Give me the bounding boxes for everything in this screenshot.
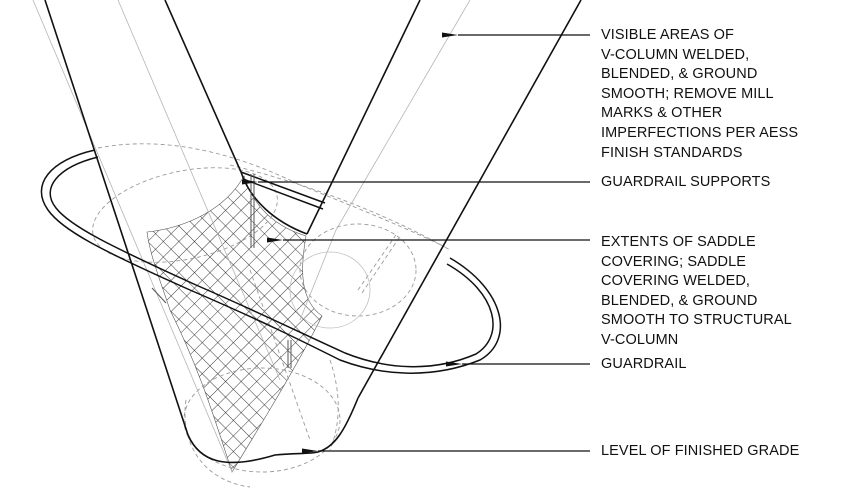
callout-line: COVERING WELDED, [601,273,751,290]
hidden-lines [92,143,451,488]
callout-guardrail: GUARDRAIL [601,355,687,375]
callout-line: LEVEL OF FINISHED GRADE [601,443,800,459]
callout-line: MARKS & OTHER [601,105,723,122]
callout-line: EXTENTS OF SADDLE [601,234,756,250]
callout-line: SMOOTH TO STRUCTURAL [601,312,792,329]
callout-line: GUARDRAIL [601,356,687,372]
guardrail-supports [151,174,292,368]
callout-visible-areas: VISIBLE AREAS OF V-COLUMN WELDED, BLENDE… [601,26,798,163]
callout-finished-grade: LEVEL OF FINISHED GRADE [601,442,799,462]
centerlines [32,0,471,473]
callout-line: FINISH STANDARDS [601,144,743,161]
callout-line: V-COLUMN [601,331,679,348]
callout-line: IMPERFECTIONS PER AESS [601,124,799,141]
callout-line: BLENDED, & GROUND [601,292,758,309]
callout-line: COVERING; SADDLE [601,253,747,270]
saddle-covering-hatch [146,175,323,473]
callout-line: BLENDED, & GROUND [601,66,758,83]
column-base-grade-line [187,434,319,464]
callout-line: V-COLUMN WELDED, [601,46,750,63]
callout-saddle-covering: EXTENTS OF SADDLE COVERING; SADDLE COVER… [601,233,792,351]
leader-lines [242,32,590,454]
callout-line: SMOOTH; REMOVE MILL [601,85,774,102]
callout-line: VISIBLE AREAS OF [601,27,734,43]
callout-guardrail-supports: GUARDRAIL SUPPORTS [601,173,770,193]
guardrail [40,149,502,374]
v-column-right-leg [306,0,582,453]
callout-line: GUARDRAIL SUPPORTS [601,174,771,190]
